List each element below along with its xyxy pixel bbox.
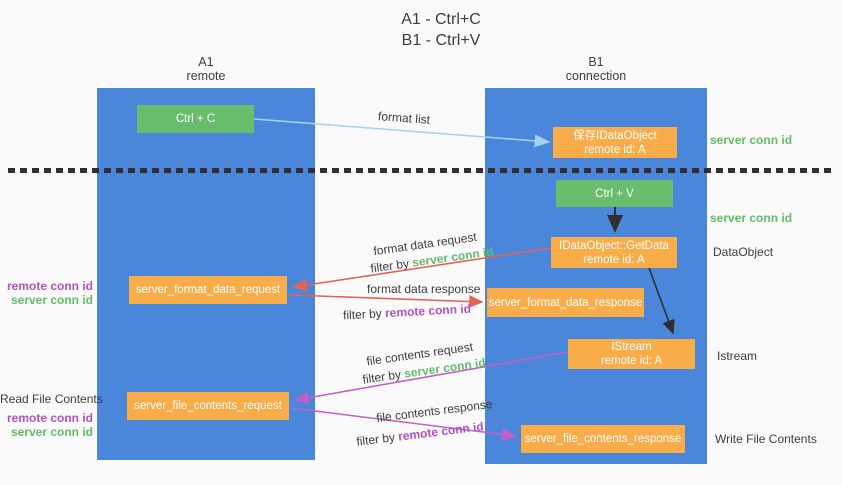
label-file-contents-request-filter-prefix: filter by: [361, 366, 406, 387]
label-left-server-conn-id-1: server conn id: [10, 293, 93, 307]
node-server-file-contents-response: server_file_contents_response: [521, 425, 685, 453]
node-server-file-contents-response-label: server_file_contents_response: [524, 433, 682, 445]
title-line-1: A1 - Ctrl+C: [401, 11, 481, 28]
node-istream: IStream remote id: A: [568, 339, 695, 369]
node-idataobject-getdata-line1: IDataObject::GetData: [559, 239, 669, 252]
label-format-data-request-filter-prefix: filter by: [369, 255, 414, 276]
label-right-server-conn-id-mid: server conn id: [710, 211, 793, 225]
node-save-idataobject-line2: remote id: A: [584, 143, 646, 156]
node-server-format-data-request: server_format_data_request: [129, 276, 287, 304]
lane-left-role: remote: [186, 69, 226, 83]
lane-right-role: connection: [565, 69, 627, 83]
title-line-2: B1 - Ctrl+V: [401, 32, 481, 49]
lane-header-left: A1 remote: [97, 55, 315, 83]
node-ctrl-v-label: Ctrl + V: [595, 187, 634, 200]
label-file-contents-response-filter-key: remote conn id: [397, 419, 485, 444]
label-right-istream: Istream: [717, 349, 758, 363]
label-file-contents-response-filter-prefix: filter by: [355, 429, 400, 449]
node-idataobject-getdata: IDataObject::GetData remote id: A: [551, 237, 677, 268]
node-save-idataobject-line1: 保存IDataObject: [573, 129, 657, 142]
label-left-remote-conn-id-2: remote conn id: [6, 411, 93, 425]
label-left-read-file-contents: Read File Contents: [0, 392, 103, 406]
node-save-idataobject: 保存IDataObject remote id: A: [553, 127, 677, 158]
dotted-separator: [8, 168, 836, 173]
label-right-server-conn-id-top: server conn id: [710, 133, 793, 147]
node-server-format-data-response: server_format_data_response: [487, 288, 644, 317]
label-format-list: format list: [377, 109, 431, 127]
lane-right-name: B1: [588, 55, 604, 69]
label-left-server-conn-id-2: server conn id: [10, 425, 93, 439]
node-server-file-contents-request: server_file_contents_request: [127, 392, 289, 420]
label-format-data-response-filter: filter by remote conn id: [343, 302, 472, 323]
lane-left-name: A1: [198, 55, 214, 69]
node-ctrl-c-label: Ctrl + C: [175, 113, 216, 125]
node-server-format-data-response-label: server_format_data_response: [488, 296, 643, 309]
label-format-data-response-filter-key: remote conn id: [384, 301, 472, 321]
node-ctrl-v: Ctrl + V: [556, 180, 673, 207]
lane-header-right: B1 connection: [485, 55, 707, 83]
label-format-data-response: format data response: [367, 282, 481, 296]
label-left-remote-conn-id-1: remote conn id: [6, 279, 93, 293]
node-server-file-contents-request-label: server_file_contents_request: [134, 400, 282, 412]
label-right-write-file-contents: Write File Contents: [715, 432, 817, 446]
diagram-title: A1 - Ctrl+C B1 - Ctrl+V: [241, 9, 641, 51]
label-format-data-response-filter-prefix: filter by: [342, 306, 386, 323]
node-istream-line2: remote id: A: [600, 355, 663, 367]
node-server-format-data-request-label: server_format_data_request: [135, 284, 281, 296]
node-idataobject-getdata-line2: remote id: A: [583, 253, 645, 266]
node-istream-line1: IStream: [611, 341, 652, 353]
label-file-contents-response-filter: filter by remote conn id: [356, 419, 485, 448]
node-ctrl-c: Ctrl + C: [137, 105, 254, 133]
arrow-format-data-response: [289, 294, 484, 308]
label-right-dataobject: DataObject: [713, 245, 774, 259]
